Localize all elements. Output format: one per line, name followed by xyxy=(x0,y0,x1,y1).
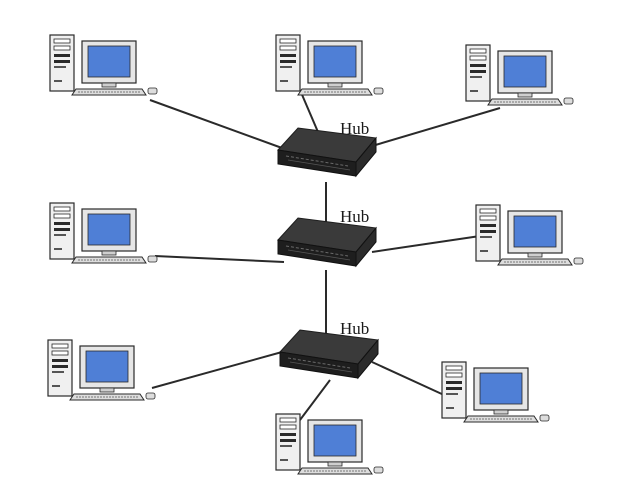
hub-label-middle: Hub xyxy=(340,207,369,226)
link-bottom-left xyxy=(151,351,283,389)
link-bottom-right xyxy=(371,361,445,396)
link-top-right xyxy=(371,107,501,147)
computer-bottom-left xyxy=(47,339,156,401)
computer-top-left xyxy=(49,34,158,96)
link-bottom-center xyxy=(299,379,331,421)
computer-middle-right xyxy=(475,204,584,266)
link-top-center xyxy=(299,89,319,133)
link-middle-left xyxy=(154,255,285,263)
computer-top-center xyxy=(275,34,384,96)
link-middle-right xyxy=(371,235,481,253)
hub-label-bottom: Hub xyxy=(340,319,369,338)
computer-bottom-right xyxy=(441,361,550,423)
computer-middle-left xyxy=(49,202,158,264)
link-top-left xyxy=(149,99,283,149)
computer-top-right xyxy=(465,44,574,106)
computer-bottom-center xyxy=(275,413,384,475)
hub-label-top: Hub xyxy=(340,119,369,138)
